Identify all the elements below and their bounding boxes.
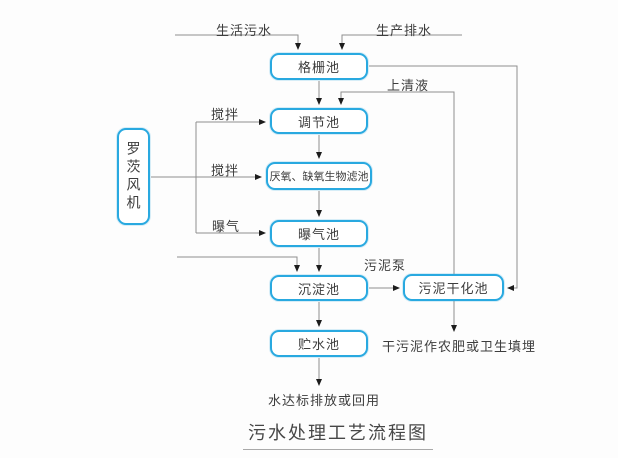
edge-supernatant-return — [338, 91, 455, 274]
node-sedimentation-pool: 沉淀池 — [270, 275, 368, 301]
diagram-title: 污水处理工艺流程图 — [243, 419, 433, 450]
label-domestic-sewage: 生活污水 — [216, 23, 273, 38]
node-aeration-pool: 曝气池 — [270, 220, 368, 247]
edge-production-to-grid — [339, 34, 462, 50]
node-storage-pool: 贮水池 — [270, 330, 368, 357]
node-regulating-pool: 调节池 — [270, 108, 368, 134]
node-roots-blower: 罗茨风机 — [117, 128, 150, 225]
label-aeration: 曝气 — [212, 219, 241, 234]
edge-grid-to-drying-loop — [369, 65, 518, 291]
node-bio-filter: 厌氧、缺氧生物滤池 — [266, 162, 372, 190]
node-sludge-drying-pool: 污泥干化池 — [403, 274, 504, 301]
node-grid-pool: 格栅池 — [270, 53, 368, 80]
label-stir-regulating: 搅拌 — [211, 107, 240, 122]
label-dried-sludge-use: 干污泥作农肥或卫生填埋 — [382, 339, 537, 354]
label-sludge-pump: 污泥泵 — [364, 258, 407, 273]
label-stir-biofilter: 搅拌 — [211, 163, 240, 178]
edge-domestic-to-grid — [175, 34, 301, 50]
label-production-drainage: 生产排水 — [376, 23, 433, 38]
label-supernatant: 上清液 — [387, 78, 430, 93]
edge-side-to-sedimentation — [177, 256, 300, 272]
label-water-discharge: 水达标排放或回用 — [268, 393, 381, 408]
